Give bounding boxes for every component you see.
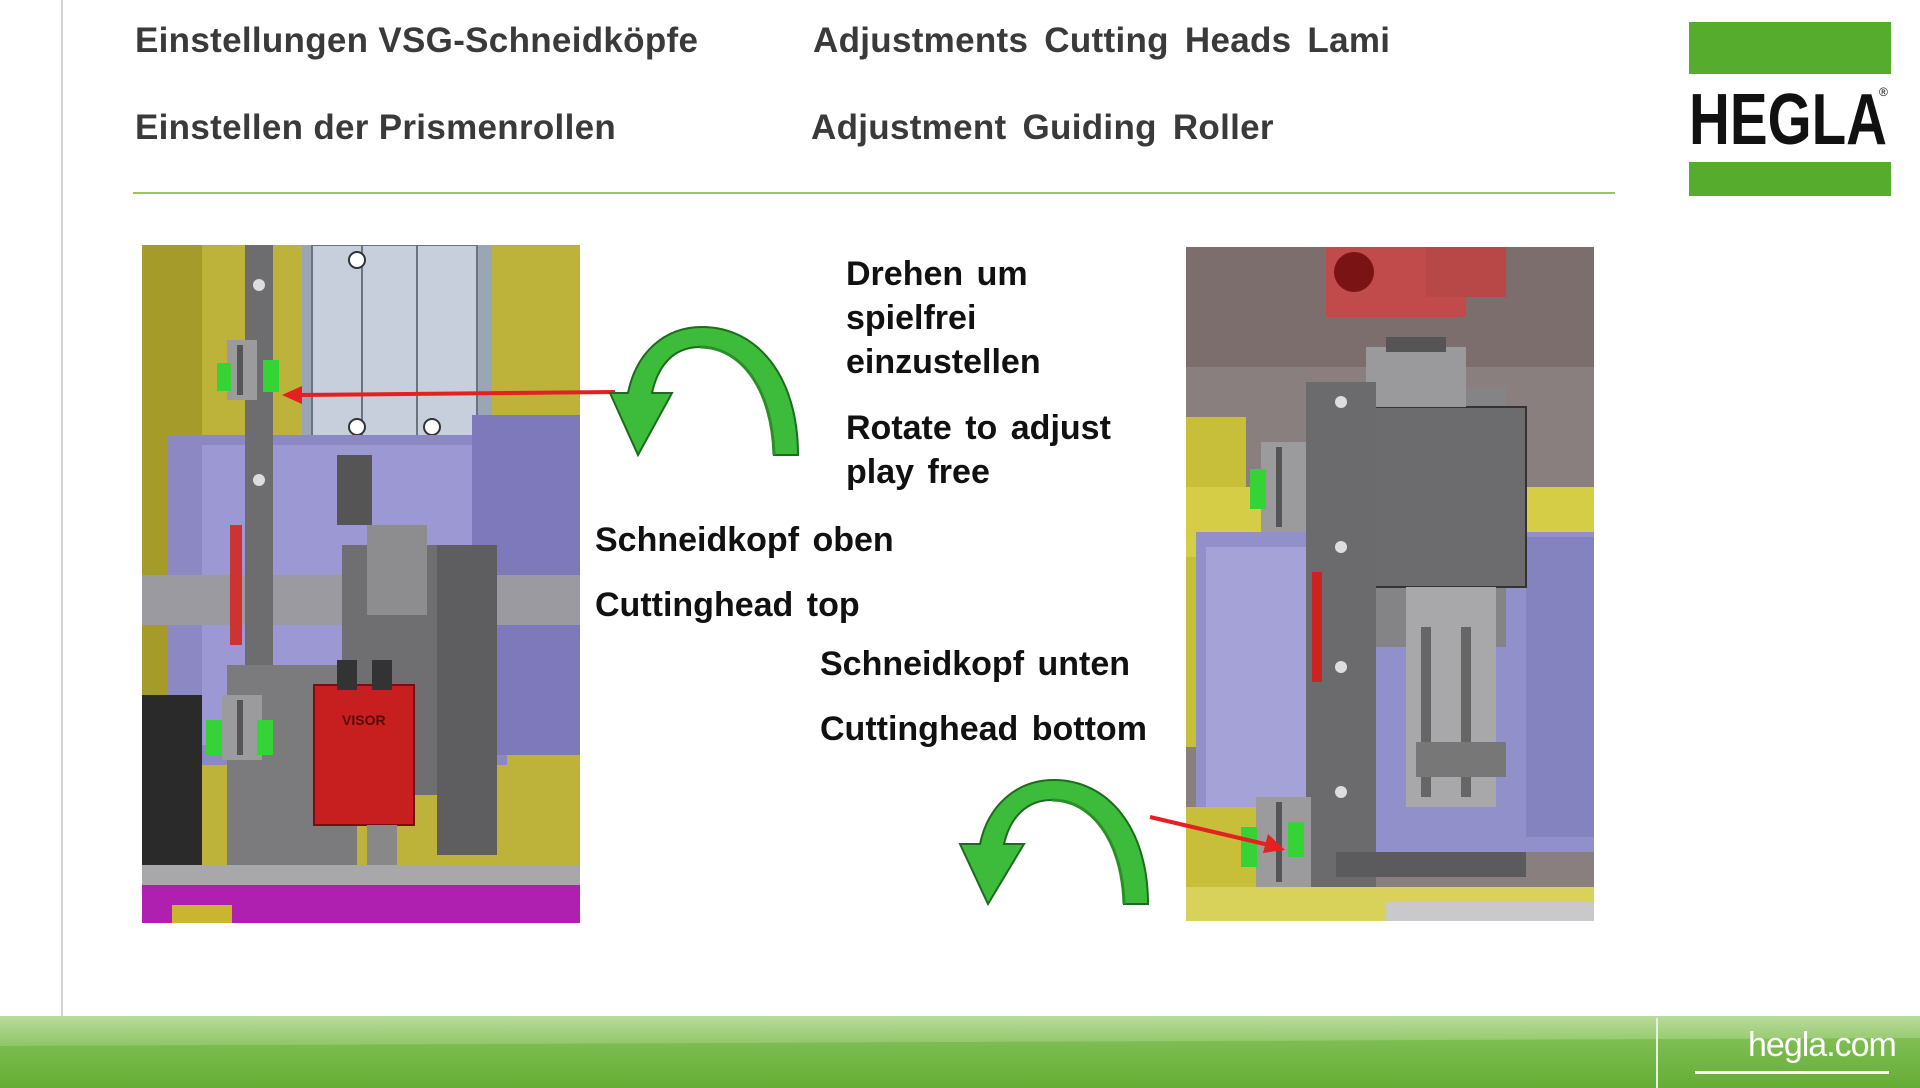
footer-underline bbox=[1695, 1071, 1889, 1074]
footer-website-link[interactable]: hegla.com bbox=[1748, 1026, 1897, 1064]
guiding-roller-right-lower bbox=[1241, 797, 1311, 887]
rotate-en-line-2: play free bbox=[846, 453, 990, 491]
header-divider bbox=[133, 192, 1615, 194]
subtitle-german: Einstellen der Prismenrollen bbox=[135, 108, 617, 147]
rotate-arrow-bottom-icon bbox=[958, 778, 1150, 907]
subtitle-english: Adjustment Guiding Roller bbox=[811, 108, 1274, 147]
guiding-roller-bottom bbox=[206, 695, 273, 760]
title-german: Einstellungen VSG-Schneidköpfe bbox=[135, 21, 699, 60]
guiding-roller-right-upper bbox=[1250, 442, 1306, 532]
left-margin-line bbox=[61, 0, 63, 1088]
cad-image-cuttinghead-bottom bbox=[1186, 247, 1594, 921]
label-cuttinghead-top-english: Cuttinghead top bbox=[595, 586, 860, 624]
label-cuttinghead-bottom-german: Schneidkopf unten bbox=[820, 645, 1130, 683]
red-pointer-arrow-bottom bbox=[1149, 815, 1285, 853]
guiding-roller-top bbox=[217, 340, 279, 400]
visor-label: VISOR bbox=[342, 712, 386, 728]
rotate-de-line-3: einzustellen bbox=[846, 343, 1041, 381]
label-cuttinghead-top-german: Schneidkopf oben bbox=[595, 521, 894, 559]
rotate-en-line-1: Rotate to adjust bbox=[846, 409, 1111, 447]
rotate-de-line-2: spielfrei bbox=[846, 299, 977, 337]
rotate-arrow-top-icon bbox=[608, 325, 800, 458]
cad-image-cuttinghead-top: VISOR bbox=[142, 245, 580, 923]
rotate-instruction-english: Rotate to adjust play free bbox=[846, 406, 1111, 494]
rotate-de-line-1: Drehen um bbox=[846, 255, 1028, 293]
logo-text: HEGLA bbox=[1689, 80, 1887, 160]
footer-separator bbox=[1656, 1018, 1658, 1088]
hegla-logo: HEGLA ® bbox=[1689, 22, 1891, 196]
footer-band bbox=[0, 1016, 1920, 1088]
title-english: Adjustments Cutting Heads Lami bbox=[813, 21, 1391, 60]
red-pointer-arrow-top bbox=[282, 386, 616, 404]
logo-registered-mark: ® bbox=[1879, 85, 1888, 99]
label-cuttinghead-bottom-english: Cuttinghead bottom bbox=[820, 710, 1147, 748]
rotate-instruction-german: Drehen um spielfrei einzustellen bbox=[846, 252, 1041, 384]
